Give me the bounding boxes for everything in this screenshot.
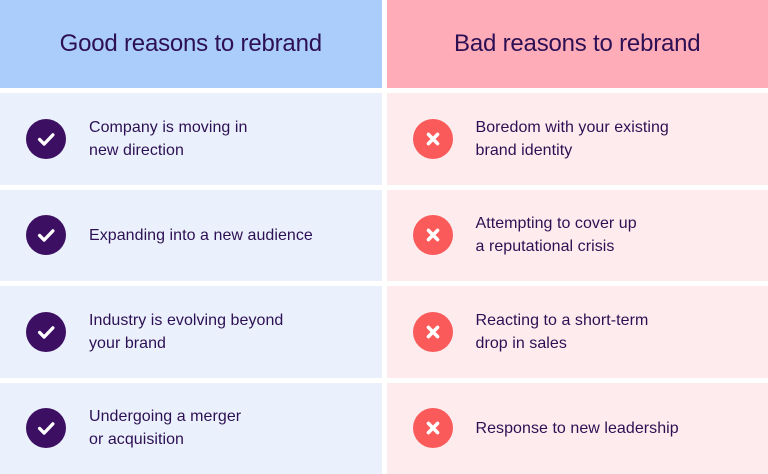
check-circle-icon	[26, 311, 66, 352]
bad-reasons-list: Boredom with your existing brand identit…	[386, 93, 768, 474]
column-header-bad-label: Bad reasons to rebrand	[454, 30, 701, 57]
column-header-good: Good reasons to rebrand	[0, 0, 382, 88]
list-item: Industry is evolving beyond your brand	[0, 286, 382, 378]
check-circle-icon	[26, 118, 66, 159]
list-item-label: Industry is evolving beyond your brand	[89, 311, 284, 352]
list-item-label: Boredom with your existing brand identit…	[475, 118, 669, 159]
list-item: Response to new leadership	[386, 382, 768, 474]
column-header-good-label: Good reasons to rebrand	[59, 30, 322, 57]
cross-circle-icon	[412, 118, 453, 159]
list-item: Expanding into a new audience	[0, 189, 382, 281]
column-good-reasons: Good reasons to rebrand Company is movin…	[0, 0, 382, 474]
list-item-label: Undergoing a merger or acquisition	[89, 408, 242, 449]
cross-circle-icon	[412, 311, 453, 352]
list-item-label: Attempting to cover up a reputational cr…	[475, 215, 637, 256]
list-item: Reacting to a short-term drop in sales	[386, 286, 768, 378]
list-item: Boredom with your existing brand identit…	[386, 93, 768, 185]
check-circle-icon	[26, 408, 66, 449]
check-circle-icon	[26, 215, 66, 256]
cross-circle-icon	[412, 408, 453, 449]
list-item: Undergoing a merger or acquisition	[0, 382, 382, 474]
column-header-bad: Bad reasons to rebrand	[386, 0, 768, 88]
cross-circle-icon	[412, 215, 453, 256]
list-item-label: Company is moving in new direction	[89, 118, 248, 159]
list-item: Company is moving in new direction	[0, 93, 382, 185]
good-reasons-list: Company is moving in new direction Expan…	[0, 93, 382, 474]
list-item-label: Reacting to a short-term drop in sales	[475, 311, 649, 352]
list-item-label: Response to new leadership	[475, 419, 679, 437]
list-item-label: Expanding into a new audience	[89, 226, 313, 244]
column-bad-reasons: Bad reasons to rebrand Boredom with your…	[386, 0, 768, 474]
list-item: Attempting to cover up a reputational cr…	[386, 189, 768, 281]
